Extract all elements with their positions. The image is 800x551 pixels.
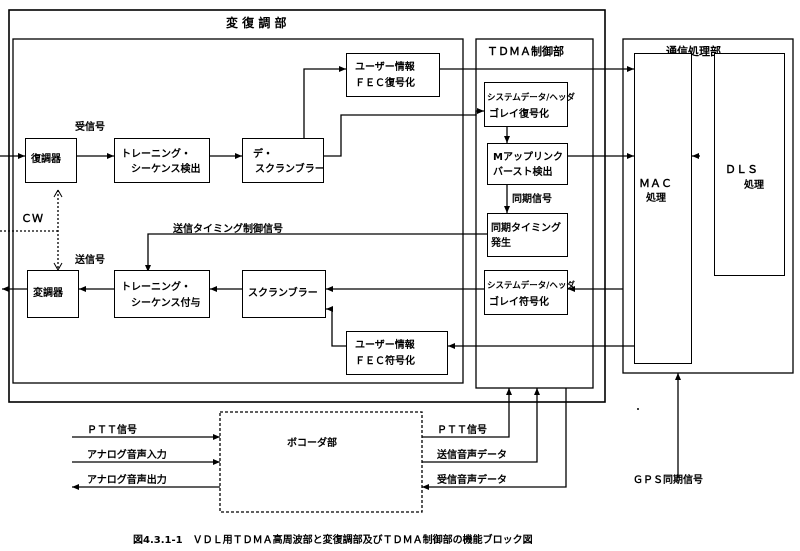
- tx-signal-label: 送信号: [75, 255, 105, 266]
- demodulator-label: 復調器: [31, 154, 61, 165]
- training-detect-line2: シーケンス検出: [131, 164, 201, 175]
- mac-line1: ＭＡＣ: [639, 177, 672, 190]
- sync-timing-line2: 発生: [491, 238, 511, 249]
- user-fec-decode-block: ユーザー情報 ＦＥＣ復号化: [346, 53, 440, 97]
- sync-timing-block: 同期タイミング 発生: [487, 213, 568, 257]
- mac-line2: 処理: [646, 193, 666, 204]
- modulator-block: 変調器: [27, 270, 79, 318]
- tx-timing-label: 送信タイミング制御信号: [173, 224, 283, 235]
- user-fec-decode-line1: ユーザー情報: [355, 62, 415, 73]
- rx-signal-label: 受信号: [75, 122, 105, 133]
- training-add-line1: トレーニング・: [121, 282, 191, 293]
- ptt-out-label: ＰＴＴ信号: [437, 425, 487, 436]
- sys-golay-decode-line1: システムデータ/ヘッダ: [487, 93, 575, 103]
- mac-block: ＭＡＣ 処理: [634, 53, 692, 364]
- dls-block: ＤＬＳ 処理: [714, 53, 785, 276]
- vocoder-frame: [219, 411, 423, 513]
- analog-out-label: アナログ音声出力: [87, 475, 167, 486]
- descrambler-line1: デ・: [253, 149, 273, 160]
- gps-sync-label: ＧＰＳ同期信号: [633, 475, 703, 486]
- m-burst-detect-line1: Mアップリンク: [493, 152, 563, 163]
- rx-voice-label: 受信音声データ: [437, 475, 507, 486]
- demodulator-block: 復調器: [25, 138, 77, 183]
- training-add-block: トレーニング・ シーケンス付与: [114, 270, 210, 318]
- sys-golay-encode-line1: システムデータ/ヘッダ: [487, 281, 575, 291]
- m-burst-detect-line2: バースト検出: [493, 167, 553, 178]
- user-fec-decode-line2: ＦＥＣ復号化: [355, 78, 415, 89]
- scrambler-block: スクランブラー: [242, 270, 326, 318]
- m-burst-detect-block: Mアップリンク バースト検出: [487, 143, 568, 185]
- figure-caption: 図4.3.1-1 ＶＤＬ用ＴＤＭＡ高周波部と変復調部及びＴＤＭＡ制御部の機能ブロ…: [133, 535, 533, 546]
- modem-outer-frame: [8, 9, 606, 403]
- ptt-in-label: ＰＴＴ信号: [87, 425, 137, 436]
- comm-frame: [622, 38, 794, 374]
- sync-signal-label: 同期信号: [512, 194, 552, 205]
- training-add-line2: シーケンス付与: [131, 298, 201, 309]
- speck-mark: [637, 408, 639, 410]
- sys-golay-decode-line2: ゴレイ復号化: [489, 109, 549, 120]
- analog-in-label: アナログ音声入力: [87, 450, 167, 461]
- sys-golay-encode-line2: ゴレイ符号化: [489, 297, 549, 308]
- modem-inner-frame: [12, 38, 464, 384]
- tdma-title: ＴＤＭＡ制御部: [487, 45, 564, 58]
- modem-title: 変 復 調 部: [226, 16, 287, 30]
- training-detect-block: トレーニング・ シーケンス検出: [114, 138, 210, 183]
- training-detect-line1: トレーニング・: [121, 149, 191, 160]
- tx-voice-label: 送信音声データ: [437, 450, 507, 461]
- descrambler-line2: スクランブラー: [255, 164, 325, 175]
- user-fec-encode-line1: ユーザー情報: [355, 340, 415, 351]
- sys-golay-encode-block: システムデータ/ヘッダ ゴレイ符号化: [484, 270, 575, 315]
- modulator-label: 変調器: [33, 288, 63, 299]
- dls-line2: 処理: [744, 180, 764, 191]
- sync-timing-line1: 同期タイミング: [491, 223, 561, 234]
- descrambler-block: デ・ スクランブラー: [242, 138, 325, 183]
- dls-line1: ＤＬＳ: [725, 163, 758, 176]
- cw-label: ＣＷ: [21, 212, 43, 225]
- user-fec-encode-block: ユーザー情報 ＦＥＣ符号化: [346, 331, 448, 375]
- scrambler-label: スクランブラー: [248, 288, 318, 299]
- user-fec-encode-line2: ＦＥＣ符号化: [355, 356, 415, 367]
- sys-golay-decode-block: システムデータ/ヘッダ ゴレイ復号化: [484, 82, 575, 127]
- vocoder-label: ボコーダ部: [287, 438, 337, 449]
